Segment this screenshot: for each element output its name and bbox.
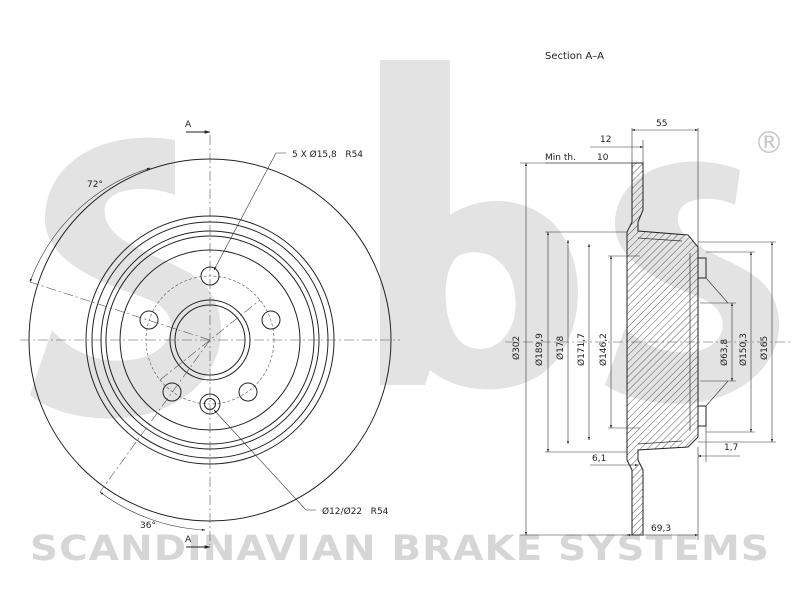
radial-line-2	[99, 339, 211, 493]
hub-stub-top	[697, 257, 707, 279]
bolt-hole	[238, 382, 258, 402]
small-holes-label: Ø12/Ø22 R54	[322, 506, 389, 517]
dia-165: Ø165	[759, 336, 770, 360]
hat-inner-face-bottom	[637, 440, 683, 445]
dim-55: 55	[656, 119, 667, 129]
chamfer-line-bottom	[705, 380, 729, 407]
bolt-hole	[261, 310, 281, 330]
registered-mark: ®	[754, 126, 784, 161]
min-thickness-value: 10	[597, 153, 609, 163]
front-view: 72° 36° 5 X Ø15,8 R54 Ø12/Ø22 R54 A A	[20, 120, 400, 549]
angle-72-label: 72°	[87, 180, 103, 190]
dia-189-9: Ø189,9	[534, 333, 545, 366]
min-thickness-label: Min th.	[545, 153, 576, 163]
radial-line-3	[159, 299, 261, 381]
section-mark-top: A	[185, 120, 192, 130]
bolt-pattern-label: 5 X Ø15,8 R54	[292, 149, 363, 160]
angle-arc-72	[29, 167, 151, 283]
dia-302: Ø302	[511, 336, 522, 360]
dim-1-7: 1,7	[724, 443, 738, 453]
bolt-hole	[162, 382, 182, 402]
bolt-pattern-leader	[213, 152, 286, 271]
dim-12: 12	[600, 135, 611, 145]
hat-inner-face	[637, 237, 683, 242]
small-holes-leader	[213, 409, 316, 511]
section-mark-bottom: A	[185, 535, 192, 545]
section-view: Section A–A 55 12 Min th. 10 Ø302 Ø18	[505, 51, 790, 540]
dim-6-1: 6,1	[592, 454, 606, 464]
dia-150-3: Ø150,3	[738, 333, 749, 366]
bolt-hole	[139, 310, 159, 330]
section-title: Section A–A	[545, 51, 604, 62]
dia-171-7: Ø171,7	[576, 333, 587, 366]
angle-arc-36	[99, 491, 206, 531]
radial-line-1	[29, 281, 211, 341]
angle-36-label: 36°	[140, 521, 156, 531]
dia-178: Ø178	[555, 335, 566, 360]
dia-146-2: Ø146,2	[598, 333, 609, 366]
dia-63-8: Ø63,8	[719, 339, 730, 366]
hub-stub-bottom	[697, 405, 707, 427]
disc-section-profile	[626, 162, 699, 536]
chamfer-line-top	[705, 277, 729, 304]
dim-69-3: 69,3	[651, 524, 671, 534]
